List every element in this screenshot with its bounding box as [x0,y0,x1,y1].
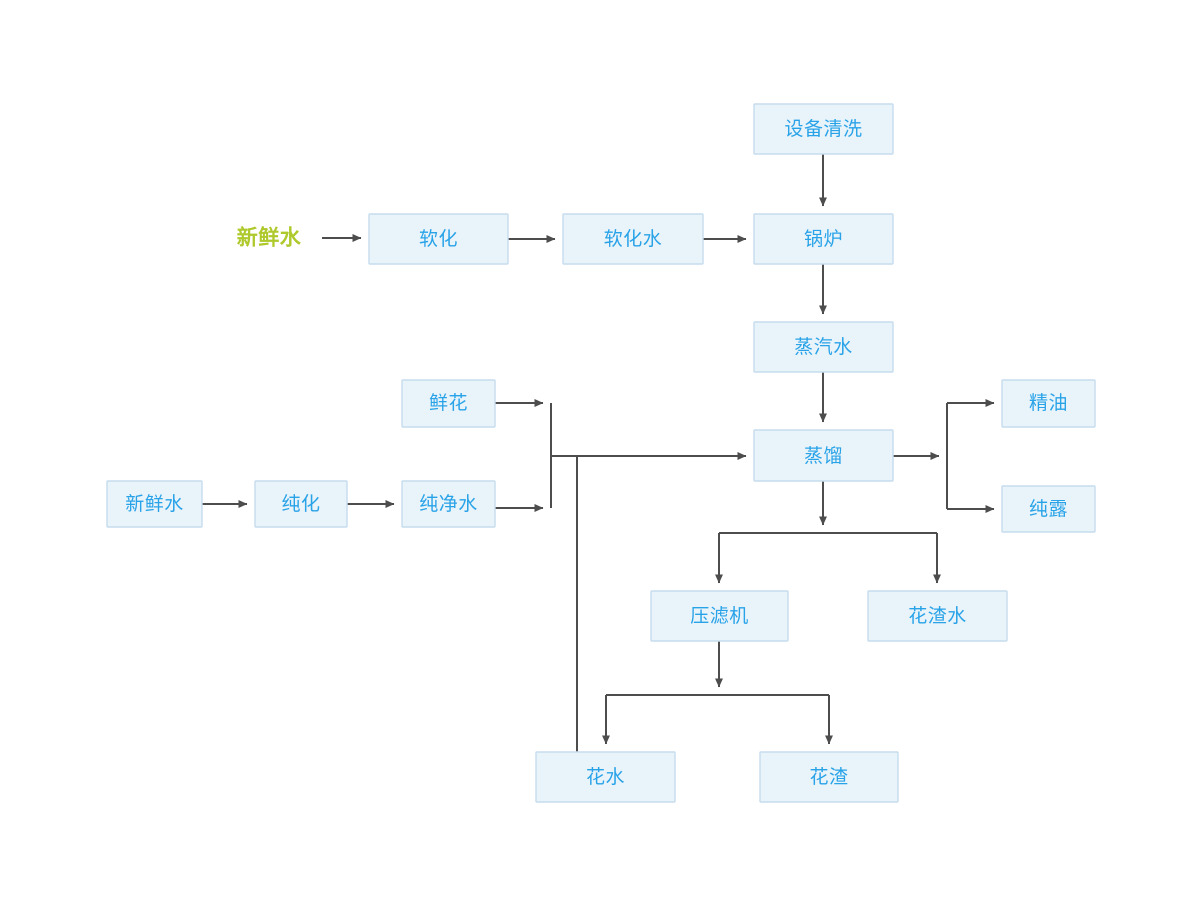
node-hydrosol-label: 纯露 [1029,498,1068,520]
free-label-fresh-water-source: 新鲜水 [237,226,302,250]
node-steam-water-box[interactable] [753,321,894,373]
node-essential-oil-label: 精油 [1029,392,1068,414]
node-flower-residue-box[interactable] [759,751,899,803]
node-filter-press-label: 压滤机 [690,605,749,627]
edge-layer [202,154,995,752]
node-equipment-cleaning-box[interactable] [753,103,894,155]
node-purification-box[interactable] [254,480,348,528]
node-filter-press-box[interactable] [650,590,789,642]
node-flower-residue-label: 花渣 [809,766,848,788]
node-distillation[interactable]: 蒸馏 [753,429,894,482]
node-purified-water-box[interactable] [401,480,496,528]
node-essential-oil[interactable]: 精油 [1001,379,1096,428]
node-distillation-label: 蒸馏 [804,445,843,467]
node-flower-residue-water-label: 花渣水 [908,605,967,627]
node-equipment-cleaning-label: 设备清洗 [784,118,862,140]
node-fresh-flowers-label: 鲜花 [429,392,468,414]
node-flower-water-label: 花水 [586,766,625,788]
node-purified-water-label: 纯净水 [419,493,478,515]
node-fresh-water-input-label: 新鲜水 [125,493,184,515]
node-flower-water[interactable]: 花水 [535,751,676,803]
free-label-layer: 新鲜水 [237,226,302,250]
node-flower-residue-water[interactable]: 花渣水 [867,590,1008,642]
node-boiler-box[interactable] [753,213,894,265]
node-steam-water[interactable]: 蒸汽水 [753,321,894,373]
node-filter-press[interactable]: 压滤机 [650,590,789,642]
node-fresh-flowers[interactable]: 鲜花 [401,379,496,428]
node-essential-oil-box[interactable] [1001,379,1096,428]
node-equipment-cleaning[interactable]: 设备清洗 [753,103,894,155]
node-purification-label: 纯化 [281,493,320,515]
node-fresh-water-input-box[interactable] [106,480,203,528]
node-fresh-water-input[interactable]: 新鲜水 [106,480,203,528]
node-fresh-flowers-box[interactable] [401,379,496,428]
node-boiler-label: 锅炉 [804,228,843,250]
node-purified-water[interactable]: 纯净水 [401,480,496,528]
node-softened-water-label: 软化水 [604,228,663,250]
node-softened-water[interactable]: 软化水 [562,213,704,265]
node-hydrosol-box[interactable] [1001,485,1096,533]
node-distillation-box[interactable] [753,429,894,482]
node-steam-water-label: 蒸汽水 [794,336,853,358]
node-flower-residue[interactable]: 花渣 [759,751,899,803]
node-softening[interactable]: 软化 [368,213,509,265]
node-flower-water-box[interactable] [535,751,676,803]
node-softening-label: 软化 [419,228,458,250]
node-softened-water-box[interactable] [562,213,704,265]
node-layer: 设备清洗 软化 软化水 锅炉 蒸汽水 鲜花 [106,103,1096,803]
node-softening-box[interactable] [368,213,509,265]
node-flower-residue-water-box[interactable] [867,590,1008,642]
node-boiler[interactable]: 锅炉 [753,213,894,265]
node-purification[interactable]: 纯化 [254,480,348,528]
node-hydrosol[interactable]: 纯露 [1001,485,1096,533]
